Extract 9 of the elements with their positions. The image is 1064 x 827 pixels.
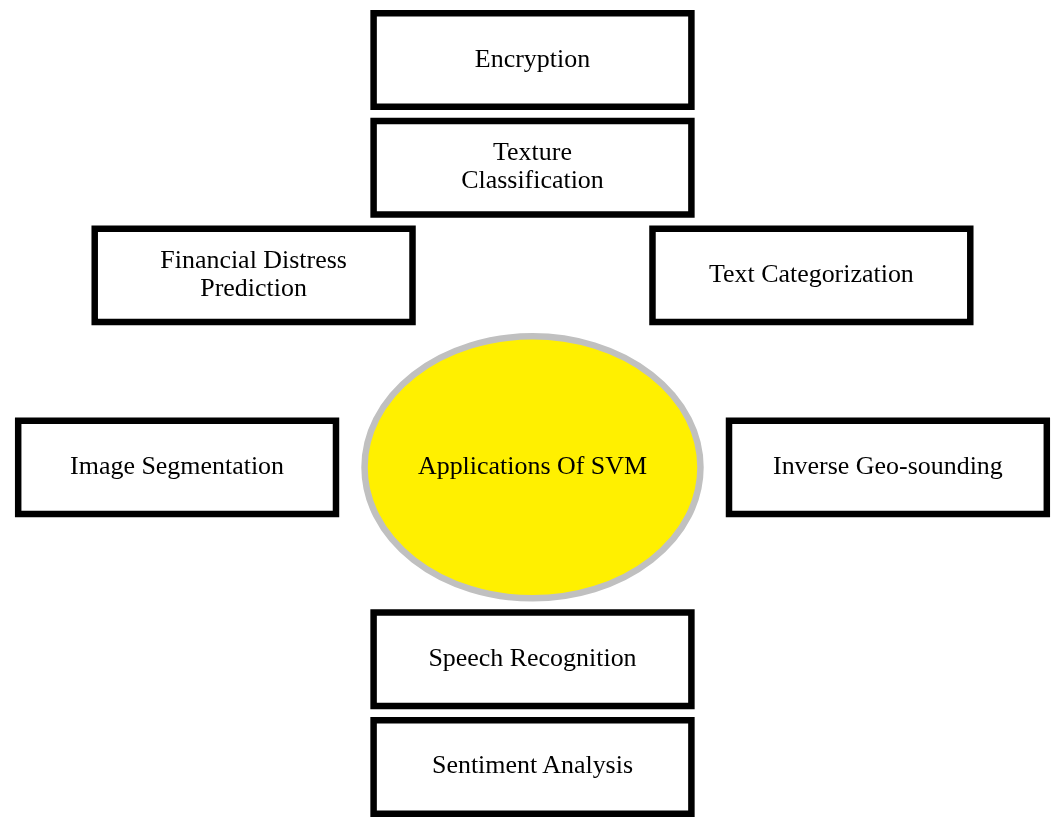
node-box: Texture Classification <box>369 117 695 218</box>
node-ellipse: Applications Of SVM <box>360 333 704 602</box>
node-box: Text Categorization <box>648 225 974 326</box>
node-box: Encryption <box>369 10 695 110</box>
node-box: Financial Distress Prediction <box>90 225 416 326</box>
node-box: Inverse Geo-sounding <box>725 417 1050 518</box>
node-box: Sentiment Analysis <box>369 717 695 817</box>
node-box: Image Segmentation <box>14 417 339 518</box>
node-box: Speech Recognition <box>369 609 695 710</box>
